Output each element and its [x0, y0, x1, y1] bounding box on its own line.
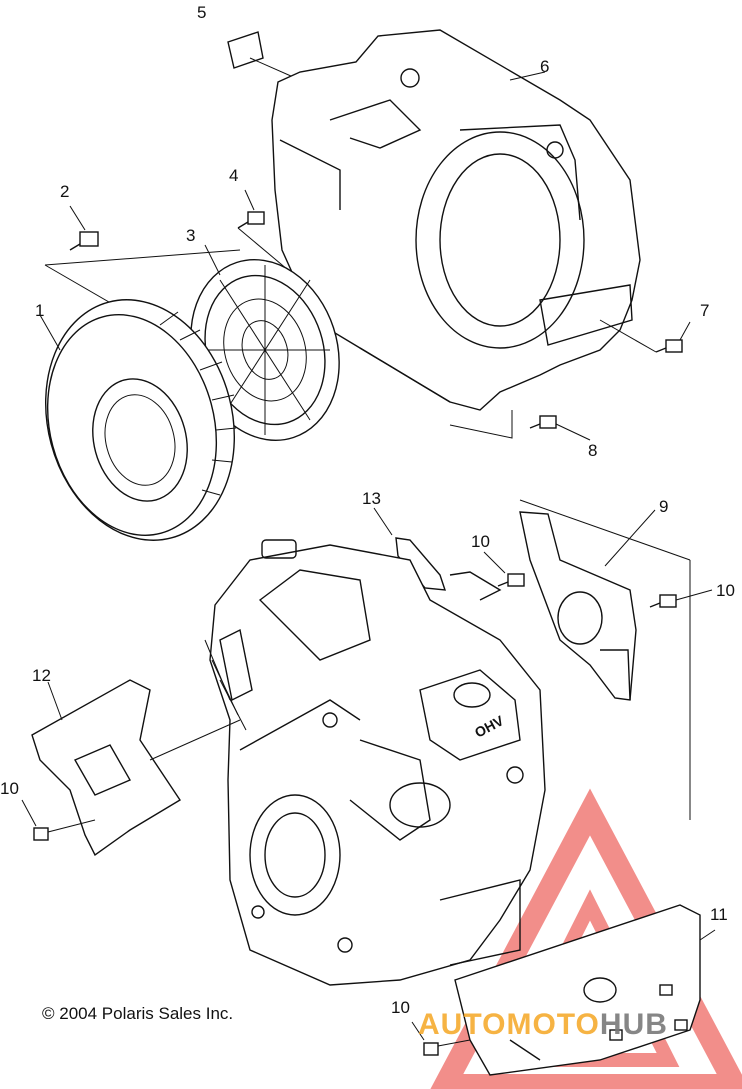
callout-11: 11	[710, 905, 728, 924]
part-13-bracket	[373, 507, 502, 601]
callout-1: 1	[35, 301, 45, 320]
part-5-decal	[227, 31, 301, 81]
callout-9: 9	[659, 497, 669, 516]
callout-4: 4	[229, 166, 239, 185]
callout-10-bottom: 10	[391, 998, 410, 1017]
part-1-flywheel	[39, 299, 237, 541]
part-10-bolt-right	[649, 589, 713, 608]
part-10-bolt-bottom	[411, 1021, 471, 1056]
callout-8: 8	[588, 441, 598, 460]
watermark-part-moto: MOTO	[506, 1008, 600, 1041]
part-9-plate	[519, 499, 691, 820]
copyright-notice: © 2004 Polaris Sales Inc.	[42, 1004, 234, 1023]
part-11-lower-cover	[454, 904, 716, 1076]
callout-13: 13	[362, 489, 381, 508]
watermark-part-hub: HUB	[599, 1008, 668, 1041]
callout-6: 6	[540, 57, 550, 76]
callout-12: 12	[32, 666, 51, 685]
callout-10-upper: 10	[471, 532, 490, 551]
part-12-shield	[31, 679, 241, 857]
engine-block	[204, 539, 546, 986]
part-8-bolt	[449, 410, 591, 441]
callout-10-left: 10	[0, 779, 19, 798]
callout-5: 5	[197, 3, 207, 22]
callout-7: 7	[700, 301, 710, 320]
watermark-part-auto: AUTO	[418, 1008, 507, 1041]
part-10-bolt-upper	[483, 551, 525, 587]
part-10-bolt-left	[21, 799, 96, 841]
part-7-bolt	[599, 319, 691, 353]
callout-3: 3	[186, 226, 196, 245]
watermark-text: AUTOMOTOHUB	[418, 1010, 668, 1040]
callout-2: 2	[60, 182, 70, 201]
callout-10-right: 10	[716, 581, 735, 600]
